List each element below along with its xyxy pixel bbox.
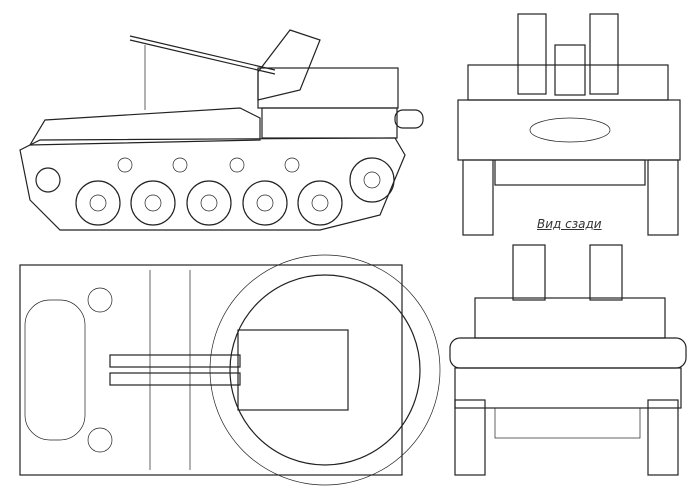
side-view bbox=[19, 29, 424, 231]
rear-view-caption: Вид сзади bbox=[537, 217, 602, 231]
rear-view bbox=[457, 13, 681, 236]
top-view bbox=[19, 254, 441, 486]
front-view bbox=[449, 244, 687, 476]
road-wheels bbox=[35, 157, 395, 226]
